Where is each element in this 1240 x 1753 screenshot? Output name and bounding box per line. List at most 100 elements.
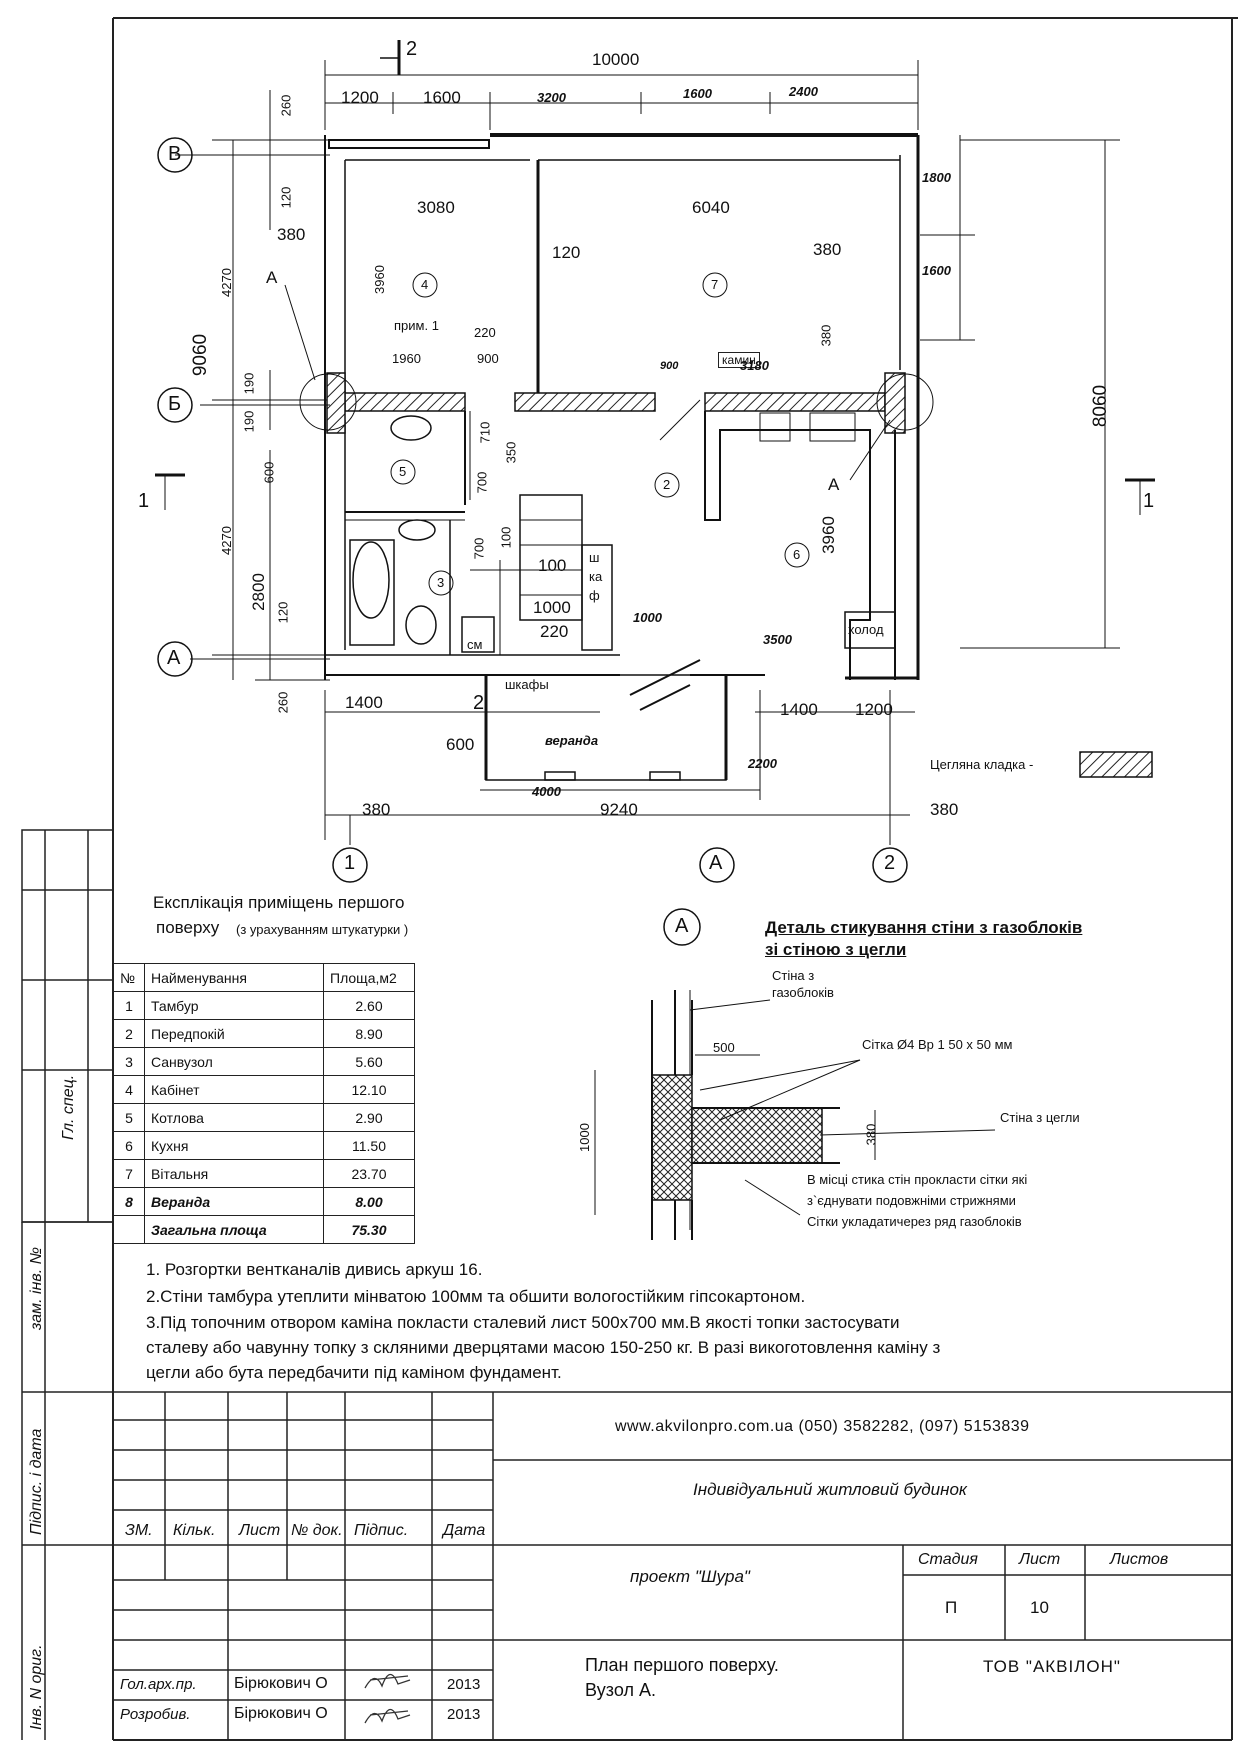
- dim-v-260-top: 260: [278, 94, 294, 117]
- header-area: Площа,м2: [323, 963, 415, 992]
- note-1: 1. Розгортки вентканалів дивись аркуш 16…: [146, 1260, 483, 1279]
- cell: 6: [113, 1131, 145, 1160]
- dim-top-1600b: 1600: [683, 86, 712, 101]
- header-name: Найменування: [144, 963, 324, 992]
- dim-190a: 190: [241, 372, 257, 395]
- cell: 7: [113, 1159, 145, 1188]
- cell: 3: [113, 1047, 145, 1076]
- dim-left-380: 380: [277, 225, 306, 244]
- section-1-left: 1: [138, 490, 150, 512]
- dim-room7-width: 6040: [692, 198, 730, 217]
- stage-header: Стадия: [918, 1551, 978, 1568]
- washer-label: см: [467, 637, 483, 652]
- fireplace-label: камин: [718, 352, 760, 368]
- cell: Вітальня: [144, 1159, 324, 1188]
- col-pidpys: Підпис.: [354, 1522, 409, 1539]
- explication-title-1: Експлікація приміщень першого: [153, 893, 405, 912]
- year-developer: 2013: [447, 1706, 481, 1723]
- dim-100b: 100: [538, 556, 567, 575]
- sheets-header: Листов: [1110, 1551, 1169, 1568]
- detail-note-3: Сітки укладатичерез ряд газоблоків: [807, 1214, 1022, 1229]
- sheet-header: Лист: [1019, 1551, 1061, 1568]
- detail-title-1: Деталь стикування стіни з газоблоків: [765, 918, 1083, 937]
- explication-title-2: поверху: [156, 918, 220, 937]
- dim-220-bottom: 220: [540, 622, 569, 641]
- dim-600-bottom: 600: [446, 735, 475, 754]
- col-kilk: Кільк.: [173, 1522, 216, 1539]
- signature-2: [364, 1708, 411, 1724]
- label-a-left: А: [266, 268, 278, 287]
- cell: [113, 1215, 145, 1244]
- dim-3180: 3180: [740, 358, 769, 373]
- website: www.akvilonpro.com.ua (050) 3582282, (09…: [615, 1418, 1030, 1435]
- cell: 8.00: [323, 1187, 415, 1216]
- dim-1000: 1000: [533, 598, 571, 617]
- section-2-bottom: 2: [473, 692, 485, 714]
- axis-2: 2: [884, 852, 896, 874]
- cell: 1: [113, 991, 145, 1020]
- cell: 2.60: [323, 991, 415, 1020]
- dim-190b: 190: [241, 410, 257, 433]
- room-number-7: 7: [711, 277, 719, 292]
- dim-right-1800: 1800: [922, 170, 951, 185]
- dim-900a: 900: [477, 351, 499, 366]
- dim-2200: 2200: [748, 756, 777, 771]
- dim-350: 350: [503, 441, 519, 464]
- section-2-top: 2: [406, 38, 418, 60]
- cell: 75.30: [323, 1215, 415, 1244]
- cell: Санвузол: [144, 1047, 324, 1076]
- cabinets-label: шкафы: [505, 677, 549, 692]
- cell: Веранда: [144, 1187, 324, 1216]
- dim-100a: 100: [498, 526, 514, 549]
- plan-title-1: План першого поверху.: [585, 1655, 779, 1675]
- axis-a: А: [167, 647, 181, 669]
- note-3-cont-1: сталеву або чавунну топку з скляними две…: [146, 1338, 941, 1357]
- cell: Котлова: [144, 1103, 324, 1132]
- dim-600-left: 600: [261, 461, 277, 484]
- dim-1400-left: 1400: [345, 693, 383, 712]
- detail-mesh-label: Сітка Ø4 Вр 1 50 х 50 мм: [862, 1037, 1013, 1052]
- cell: 8.90: [323, 1019, 415, 1048]
- stamp-replace-inv: зам. інв. №: [28, 1247, 45, 1330]
- sheet-value: 10: [1030, 1598, 1049, 1617]
- dim-120-left: 120: [275, 601, 291, 624]
- dim-700b: 700: [471, 537, 487, 560]
- cell: 11.50: [323, 1131, 415, 1160]
- cell: Загальна площа: [144, 1215, 324, 1244]
- role-chief-architect: Гол.арх.пр.: [120, 1676, 197, 1693]
- col-zm: ЗМ.: [125, 1522, 153, 1539]
- dim-room4-width: 3080: [417, 198, 455, 217]
- section-1-right: 1: [1143, 490, 1155, 512]
- cell: Кухня: [144, 1131, 324, 1160]
- dim-right-1600: 1600: [922, 263, 951, 278]
- detail-dim-1000: 1000: [576, 1123, 592, 1152]
- dim-bottom-380-right: 380: [930, 800, 959, 819]
- stamp-inv-orig: Інв. N ориг.: [28, 1644, 45, 1730]
- stamp-sign-date: Підпис. і дата: [28, 1428, 45, 1535]
- dim-1000-arrow: 1000: [633, 610, 662, 625]
- cell: Передпокій: [144, 1019, 324, 1048]
- cell: 8: [113, 1187, 145, 1216]
- detail-wall-brick: Стіна з цегли: [1000, 1110, 1080, 1125]
- dim-900b: 900: [660, 360, 679, 372]
- detail-circle-a: А: [675, 915, 689, 937]
- dim-top-1600a: 1600: [423, 88, 461, 107]
- dim-v-260-bottom: 260: [275, 691, 291, 714]
- detail-dim-500: 500: [713, 1040, 735, 1055]
- dim-220-top: 220: [474, 325, 496, 340]
- dim-kitchen-3960: 3960: [818, 516, 838, 554]
- cell: 5.60: [323, 1047, 415, 1076]
- axis-a-circle: А: [709, 852, 723, 874]
- detail-dim-380: 380: [863, 1123, 879, 1146]
- axis-v: В: [168, 143, 182, 165]
- stamp-chief-spec: Гл. спец.: [60, 1074, 77, 1140]
- axis-1: 1: [344, 852, 356, 874]
- label-a-right: А: [828, 475, 840, 494]
- cell: 2.90: [323, 1103, 415, 1132]
- dim-height-4270b: 4270: [218, 526, 234, 555]
